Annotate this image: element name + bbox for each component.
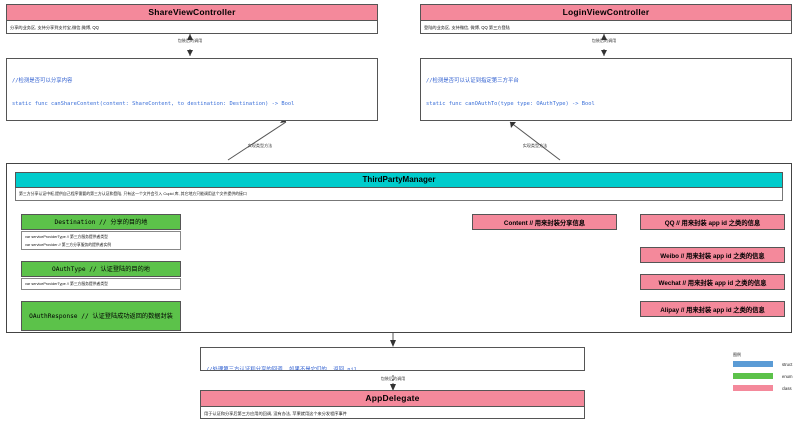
login-api-line-0: //检测是否可以认证到指定第三方平台 [426,78,786,86]
login-api-code-1: static func canOAuthTo(type type: OAuthT… [426,100,595,107]
legend-swatch-enum [733,373,773,379]
app-delegate-card[interactable]: AppDelegate 用于认证和分享后第三方应用的回调, 没有办法, 苹果就用… [200,390,585,419]
enum-oauthresponse-box[interactable]: OAuthResponse // 认证登陆成功返回的数据封装 [21,301,181,331]
struct-alipay-box[interactable]: Alipay // 用来封装 app id 之类的信息 [640,301,785,317]
app-delegate-desc: 用于认证和分享后第三方应用的回调, 没有办法, 苹果就用这个来分发程序事件 [204,411,347,416]
struct-wechat-box[interactable]: Wechat // 用来封装 app id 之类的信息 [640,274,785,290]
enum-group: Destination // 分享的目的地 var serviceProvide… [21,214,181,331]
legend-item-enum: enum [733,373,792,379]
legend-swatch-class [733,385,773,391]
third-party-manager-title: ThirdPartyManager [15,172,783,188]
share-api-code-1: static func canShareContent(content: Sha… [12,100,295,107]
share-api-comment-0: //检测是否可以分享内容 [12,78,73,85]
delegate-call-label: 包装后的调用 [380,376,406,381]
handle-open-url-code-block[interactable]: //处理第三方认证和分享的回调, 如果不是它们的, 返回 nil static … [200,347,585,371]
login-call-label: 包装后的调用 [591,38,617,43]
legend-label-struct: struct [782,361,793,367]
legend-item-class: class [733,385,792,391]
app-delegate-title: AppDelegate [201,391,584,407]
third-party-manager-desc: 第三方分享认证中枢,提供自己程序需要的第三方认证和登陆, 只有这一个文件会引入 … [15,188,783,201]
struct-content-box[interactable]: Content // 用来封装分享信息 [472,214,617,230]
share-view-controller-card[interactable]: ShareViewController 分享的业务区, 支持分享到支付宝,微信,… [6,4,378,34]
login-view-controller-title: LoginViewController [421,5,791,21]
share-api-code-block[interactable]: //检测是否可以分享内容 static func canShareContent… [6,58,378,121]
struct-group-left: Content // 用来封装分享信息 [472,214,617,230]
login-view-controller-card[interactable]: LoginViewController 登陆的业务区, 支持微信, 微博, QQ… [420,4,792,34]
enum-destination-box[interactable]: Destination // 分享的目的地 [21,214,181,230]
enum-oauthtype-props: var serviceProviderType // 第三方服务提供者类型 [21,278,181,290]
login-view-controller-desc: 登陆的业务区, 支持微信, 微博, QQ 第三方登陆 [424,25,510,30]
enum-oauthtype-box[interactable]: OAuthType // 认证登陆的目的地 [21,261,181,277]
legend-title: 图例 [733,352,741,357]
share-api-line-1: static func canShareContent(content: Sha… [12,101,372,109]
enum-destination-props: var serviceProviderType // 第三方服务提供者类型 va… [21,231,181,250]
login-impl-label: 实现类型方法 [522,143,548,148]
struct-weibo-box[interactable]: Weibo // 用来封装 app id 之类的信息 [640,247,785,263]
legend-label-enum: enum [782,373,793,379]
third-party-manager-container[interactable]: ThirdPartyManager 第三方分享认证中枢,提供自己程序需要的第三方… [6,163,792,333]
share-call-label: 包装后的调用 [177,38,203,43]
legend-label-class: class [782,385,792,391]
share-api-line-0: //检测是否可以分享内容 [12,78,372,86]
share-view-controller-title: ShareViewController [7,5,377,21]
legend: 图例 struct enum class [733,352,792,397]
share-impl-label: 实现类型方法 [247,143,273,148]
legend-swatch-struct [733,361,773,367]
legend-item-struct: struct [733,361,792,367]
login-api-line-1: static func canOAuthTo(type type: OAuthT… [426,101,786,109]
handle-open-url-line-0: //处理第三方认证和分享的回调, 如果不是它们的, 返回 nil [206,367,579,371]
struct-group-right: QQ // 用来封装 app id 之类的信息 Weibo // 用来封装 ap… [640,214,785,317]
struct-qq-box[interactable]: QQ // 用来封装 app id 之类的信息 [640,214,785,230]
share-view-controller-desc: 分享的业务区, 支持分享到支付宝,微信,微博, QQ [10,25,99,30]
login-api-comment-0: //检测是否可以认证到指定第三方平台 [426,78,519,85]
handle-open-url-comment: //处理第三方认证和分享的回调, 如果不是它们的, 返回 nil [206,367,358,371]
login-api-code-block[interactable]: //检测是否可以认证到指定第三方平台 static func canOAuthT… [420,58,792,121]
